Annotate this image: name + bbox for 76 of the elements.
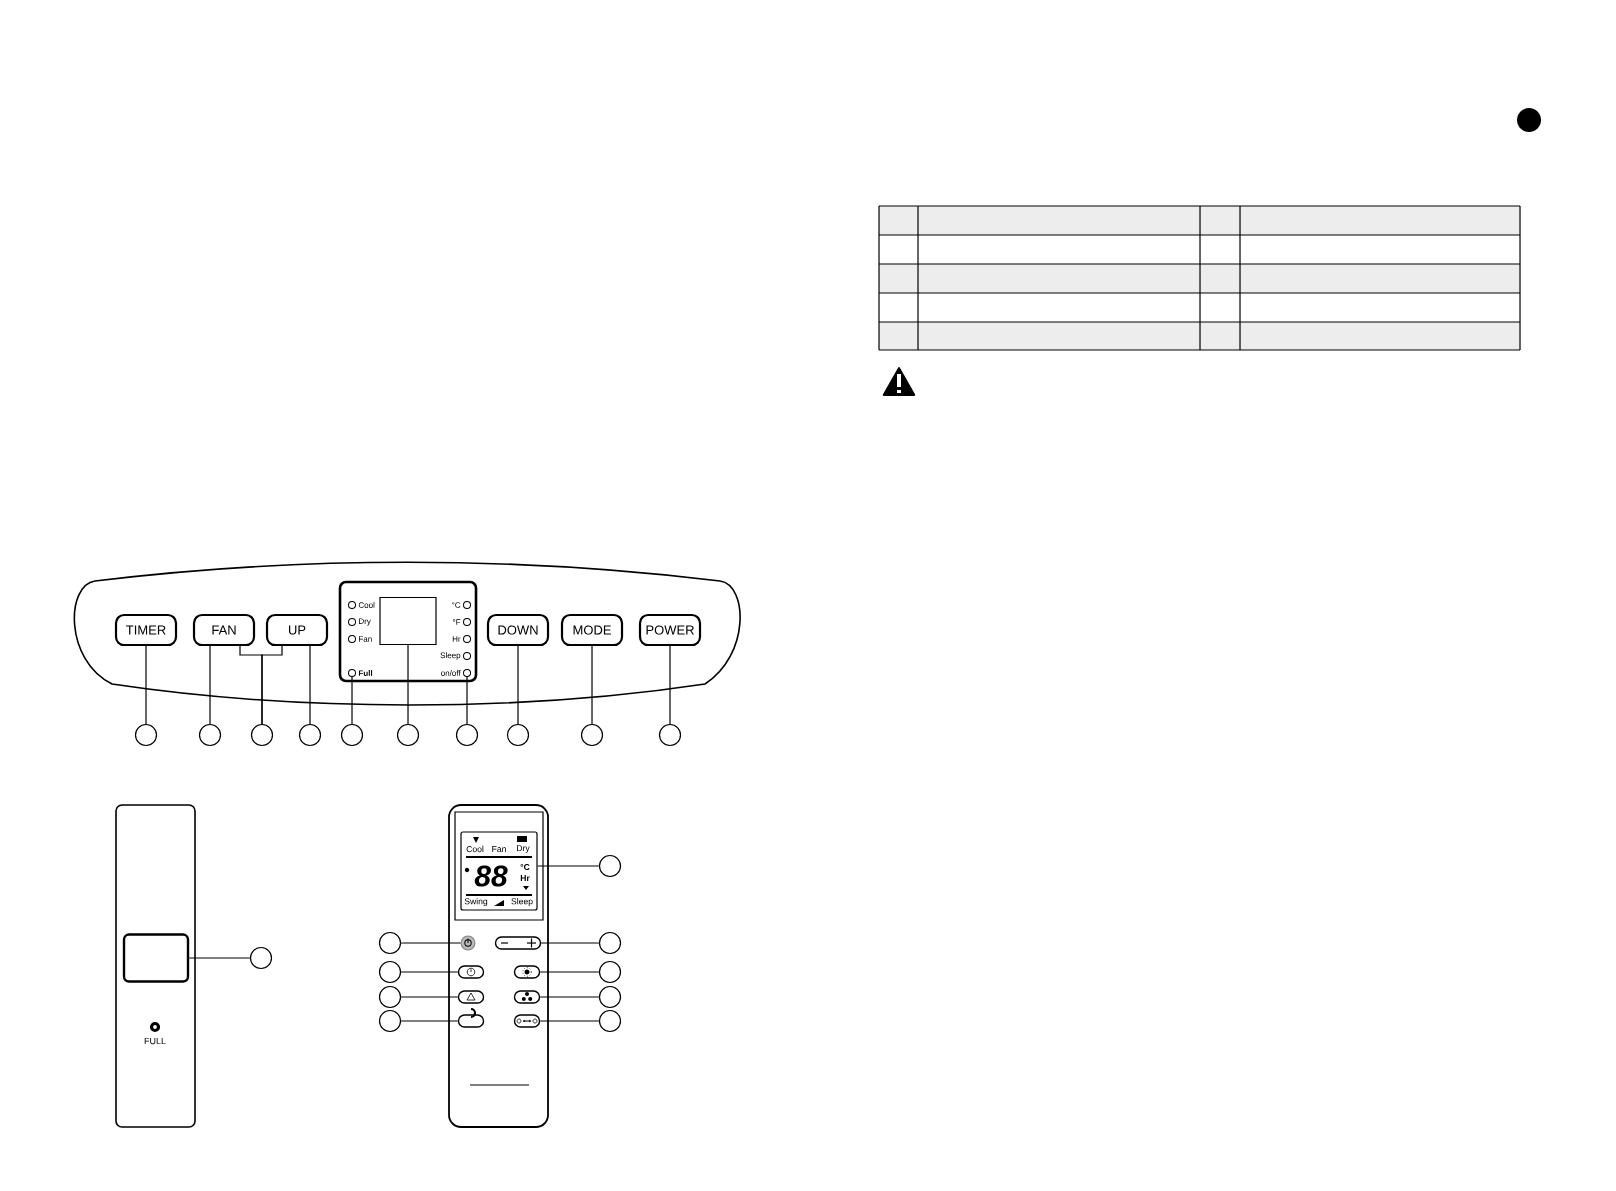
control-button: TIMER [114,613,178,647]
leader-line [537,865,600,867]
control-button: FAN [192,613,256,647]
leader-line [539,1020,600,1022]
leader-line [539,996,600,998]
remote-button [457,965,485,979]
indicator-light [463,669,471,677]
power-button [460,935,476,951]
indicator-label: Full [358,670,373,676]
leader-line [466,676,468,725]
control-button: UP [265,613,329,647]
leader-line [407,644,409,725]
callout-circle [378,985,402,1009]
callout-circle [580,723,604,747]
callout-circle [506,723,530,747]
callout-circle [598,1009,622,1033]
indicator-label: °C [452,602,461,608]
indicator-light [348,669,356,677]
control-button: DOWN [486,613,550,647]
callout-circle [134,723,158,747]
leader-line [351,676,353,725]
indicator-label: on/off [441,670,461,676]
callout-circle [249,946,273,970]
callout-circle [378,931,402,955]
display-text: Dry [517,845,530,853]
leader-line [540,942,600,944]
display-text: Hr [520,875,530,881]
callout-circle [378,1009,402,1033]
display-text: Sleep [511,898,533,906]
indicator-label: FULL [144,1037,166,1045]
callout-circle [378,960,402,984]
control-button: POWER [638,613,702,647]
remote-button [513,965,541,979]
callout-circle [298,723,322,747]
leader-line [669,645,671,725]
digit-readout: 88 [474,865,508,887]
callout-circle [598,985,622,1009]
remote-button [457,990,485,1004]
display-window [379,596,437,646]
leader-line [400,1020,459,1022]
leader-line [309,645,311,725]
remote-button [513,990,541,1004]
remote-button [494,936,542,950]
display-window [122,933,190,983]
leader-line [539,971,600,973]
indicator-label: Dry [359,618,371,626]
callout-circle [250,723,274,747]
indicator-label: Fan [359,636,372,642]
display-text: °C [520,864,530,871]
callout-circle [598,854,622,878]
callout-circle [340,723,364,747]
leader-line [591,645,593,725]
callout-circle [396,723,420,747]
leader-line [209,645,211,725]
leader-line [517,645,519,725]
leader-line [400,942,462,944]
display-text: Swing [464,898,488,906]
callout-circle [455,723,479,747]
callout-circle [598,931,622,955]
indicator-label: °F [453,619,461,625]
leader-line [400,996,459,998]
leader-line [400,971,459,973]
callout-circle [198,723,222,747]
display-text: Cool [466,845,484,853]
control-button: MODE [560,613,624,647]
lcd-screen [460,831,538,911]
callout-circle [598,960,622,984]
indicator-label: Hr [452,636,461,642]
leader-line [261,644,283,725]
leader-line [188,957,251,959]
callout-circle [658,723,682,747]
display-text: Fan [492,846,506,852]
remote-button [513,1014,541,1028]
indicator-label: Sleep [440,652,461,660]
remote-button [457,1007,485,1028]
leader-line [145,645,147,725]
